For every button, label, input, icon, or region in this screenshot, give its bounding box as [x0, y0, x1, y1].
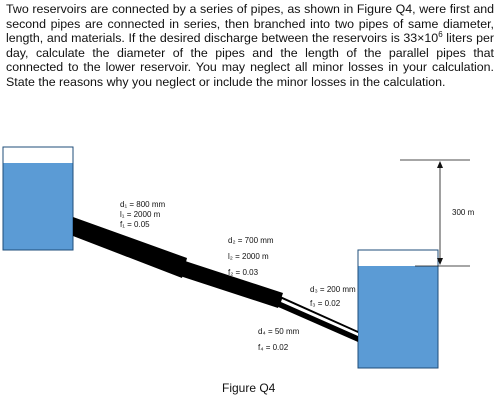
head-difference-label: 300 m — [452, 208, 475, 217]
pipe4-diameter-label: d₄ = 50 mm — [258, 327, 300, 336]
problem-text-part1: Two reservoirs are connected by a series… — [6, 2, 494, 46]
pipe3-diameter-label: d₃ = 200 mm — [310, 285, 356, 294]
pipe1-friction-label: f₁ = 0.05 — [120, 220, 150, 229]
figure-caption: Figure Q4 — [222, 381, 276, 395]
arrow-up-icon — [437, 161, 443, 168]
pipe-1 — [73, 217, 187, 278]
pipe4-friction-label: f₄ = 0.02 — [258, 343, 289, 352]
problem-text-part2: liters per day, calculate the diameter o… — [6, 31, 494, 89]
pipe2-diameter-label: d₂ = 700 mm — [228, 236, 274, 245]
arrow-down-icon — [437, 258, 443, 265]
pipe-2 — [180, 260, 283, 308]
problem-statement: Two reservoirs are connected by a series… — [6, 2, 494, 90]
pipe2-friction-label: f₂ = 0.03 — [228, 268, 259, 277]
pipe3-friction-label: f₃ = 0.02 — [310, 299, 341, 308]
upper-reservoir-water — [3, 163, 73, 250]
pipe1-diameter-label: d₁ = 800 mm — [120, 200, 166, 209]
problem-exponent: 6 — [438, 30, 443, 40]
pipe1-length-label: l₁ = 2000 m — [120, 210, 161, 219]
lower-reservoir-water — [358, 266, 438, 368]
upper-reservoir — [2, 146, 74, 251]
lower-reservoir — [357, 249, 439, 369]
head-difference-dimension: 300 m — [400, 159, 475, 267]
pipe-gap — [281, 299, 358, 336]
pipe2-length-label: l₂ = 2000 m — [228, 252, 269, 261]
